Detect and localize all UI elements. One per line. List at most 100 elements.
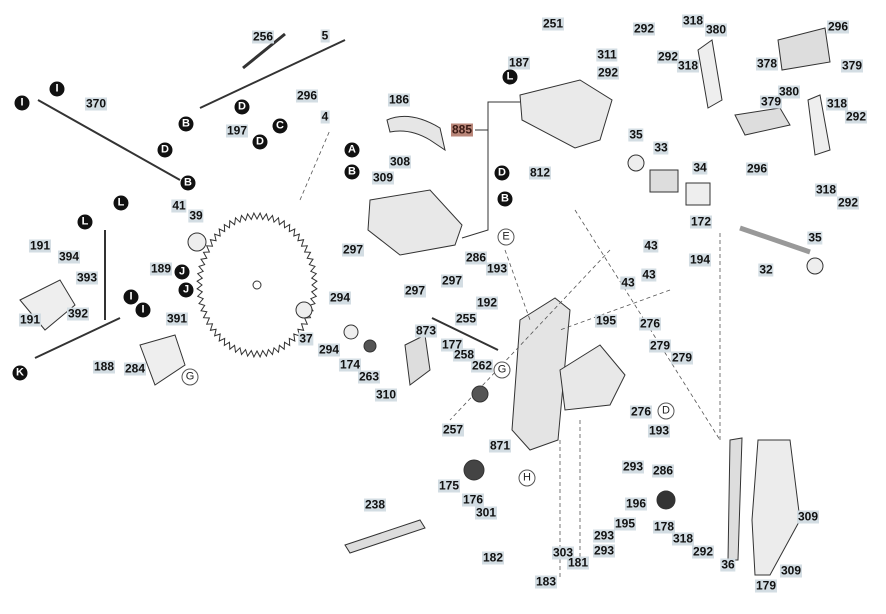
connection-marker-d: D <box>657 402 675 420</box>
part-number-186: 186 <box>387 92 411 107</box>
part-number-255: 255 <box>454 311 478 326</box>
part-number-276: 276 <box>638 316 662 331</box>
part-number-292: 292 <box>596 65 620 80</box>
part-number-812: 812 <box>528 165 552 180</box>
part-number-256: 256 <box>251 29 275 44</box>
part-number-257: 257 <box>441 422 465 437</box>
bracket-379b <box>777 27 831 71</box>
bearing-263 <box>363 339 377 353</box>
gear-178 <box>656 490 676 510</box>
connection-marker-b: B <box>344 164 360 180</box>
part-number-174: 174 <box>338 357 362 372</box>
part-number-296: 296 <box>826 19 850 34</box>
part-number-195: 195 <box>613 516 637 531</box>
gear-873 <box>404 334 431 386</box>
part-number-293: 293 <box>592 543 616 558</box>
part-number-175: 175 <box>437 478 461 493</box>
part-number-292: 292 <box>656 49 680 64</box>
part-number-4: 4 <box>320 109 330 124</box>
link-380 <box>697 39 723 109</box>
part-number-194: 194 <box>688 252 712 267</box>
part-number-32: 32 <box>758 262 774 277</box>
part-number-177: 177 <box>440 337 464 352</box>
connection-marker-e: E <box>497 228 515 246</box>
part-number-263: 263 <box>357 369 381 384</box>
part-number-197: 197 <box>225 123 249 138</box>
connection-marker-i: I <box>14 95 30 111</box>
bracket-379 <box>734 107 791 136</box>
part-number-318: 318 <box>825 96 849 111</box>
part-number-37: 37 <box>298 331 314 346</box>
part-number-178: 178 <box>652 519 676 534</box>
part-number-293: 293 <box>621 459 645 474</box>
cover-391 <box>139 334 186 386</box>
connection-marker-b: B <box>180 175 196 191</box>
part-number-284: 284 <box>123 361 147 376</box>
part-number-251: 251 <box>541 16 565 31</box>
arm-871 <box>511 297 571 451</box>
part-number-238: 238 <box>363 497 387 512</box>
gear-176 <box>463 459 485 481</box>
part-number-36: 36 <box>720 557 736 572</box>
part-number-391: 391 <box>165 311 189 326</box>
washer-35b <box>806 257 824 275</box>
part-number-43: 43 <box>641 267 657 282</box>
leader-885b <box>461 129 489 239</box>
cable-370 <box>37 99 181 181</box>
connection-marker-j: J <box>178 282 194 298</box>
connection-marker-i: I <box>123 289 139 305</box>
part-number-279: 279 <box>670 350 694 365</box>
connection-marker-g: G <box>493 361 511 379</box>
connection-marker-j: J <box>174 264 190 280</box>
part-number-380: 380 <box>777 84 801 99</box>
part-number-370: 370 <box>84 96 108 111</box>
saw-blade <box>196 211 318 359</box>
part-number-196: 196 <box>624 496 648 511</box>
part-number-379: 379 <box>759 94 783 109</box>
part-number-296: 296 <box>745 161 769 176</box>
part-number-871: 871 <box>488 438 512 453</box>
part-number-292: 292 <box>844 109 868 124</box>
part-number-394: 394 <box>57 249 81 264</box>
part-number-296: 296 <box>295 88 319 103</box>
part-number-34: 34 <box>692 160 708 175</box>
part-number-192: 192 <box>475 295 499 310</box>
part-number-183: 183 <box>534 574 558 589</box>
part-number-297: 297 <box>341 242 365 257</box>
housing-885 <box>367 189 463 256</box>
part-number-5: 5 <box>320 28 330 43</box>
connection-marker-d: D <box>234 99 250 115</box>
connection-marker-g: G <box>181 368 199 386</box>
part-number-309: 309 <box>796 509 820 524</box>
washer-35 <box>627 154 645 172</box>
part-number-318: 318 <box>671 531 695 546</box>
part-number-195: 195 <box>594 313 618 328</box>
flange-39 <box>187 232 207 252</box>
part-number-380: 380 <box>704 22 728 37</box>
connection-marker-a: A <box>344 142 360 158</box>
part-number-294: 294 <box>317 342 341 357</box>
part-number-378: 378 <box>755 56 779 71</box>
rod-256 <box>242 32 286 70</box>
part-number-176: 176 <box>461 492 485 507</box>
part-number-33: 33 <box>653 140 669 155</box>
part-number-293: 293 <box>592 528 616 543</box>
part-number-297: 297 <box>403 283 427 298</box>
handle-186 <box>386 115 446 152</box>
part-number-193: 193 <box>485 261 509 276</box>
leader-885a <box>475 101 520 131</box>
connection-marker-d: D <box>157 142 173 158</box>
connection-marker-b: B <box>178 116 194 132</box>
part-number-43: 43 <box>620 275 636 290</box>
part-number-258: 258 <box>452 347 476 362</box>
part-number-292: 292 <box>632 21 656 36</box>
washer-174 <box>343 324 359 340</box>
part-number-292: 292 <box>691 544 715 559</box>
part-number-392: 392 <box>66 306 90 321</box>
bearing-262 <box>471 385 489 403</box>
part-number-393: 393 <box>75 270 99 285</box>
part-number-191: 191 <box>28 238 52 253</box>
part-number-193: 193 <box>647 423 671 438</box>
